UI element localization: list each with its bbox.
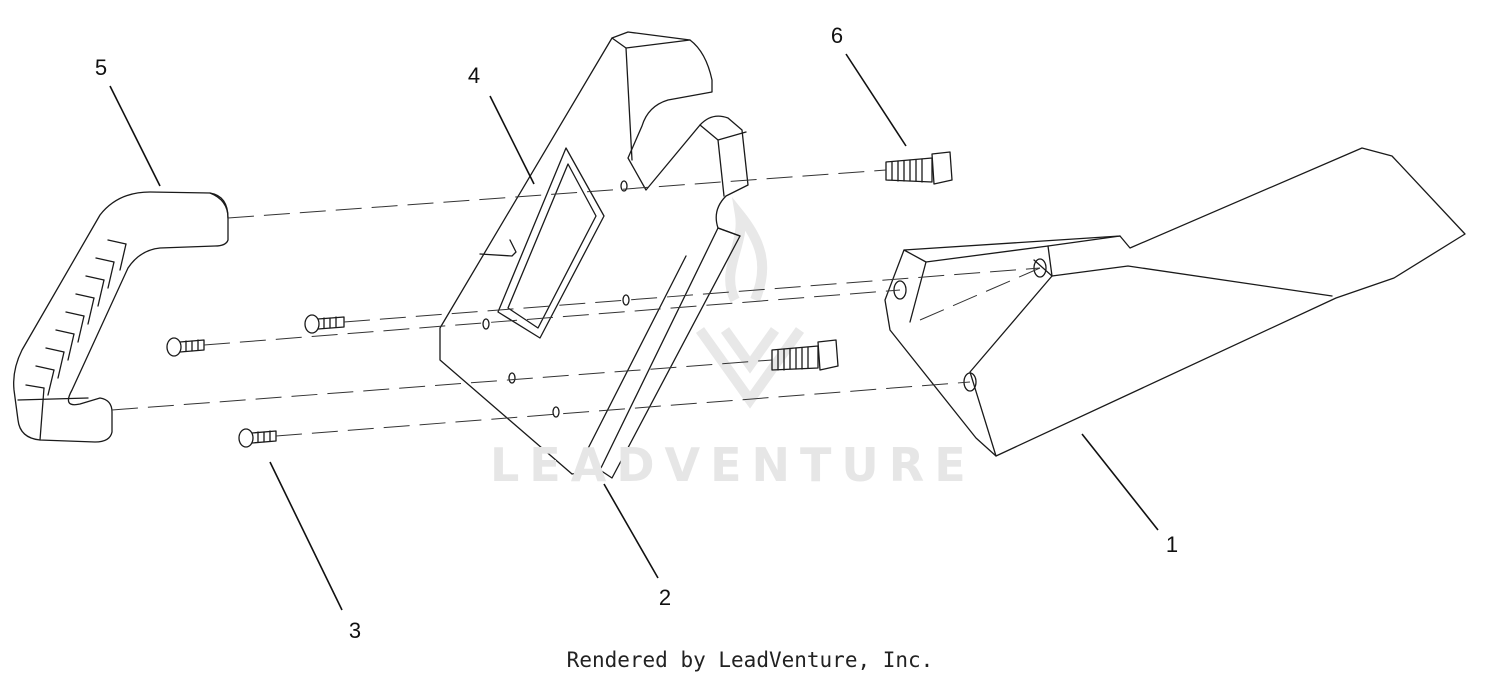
leader-6 xyxy=(845,53,907,147)
part-6-bolts xyxy=(771,151,953,371)
leader-3 xyxy=(269,461,343,611)
part-2-bracket xyxy=(439,31,749,479)
part-1-channel xyxy=(884,147,1466,457)
bracket-holes xyxy=(482,180,630,418)
part-3-screws xyxy=(166,314,345,448)
leader-2 xyxy=(603,483,659,579)
watermark-logo-icon xyxy=(695,196,805,409)
callout-3: 3 xyxy=(348,618,362,643)
callout-4: 4 xyxy=(467,63,481,88)
leader-5 xyxy=(109,85,161,187)
callout-1: 1 xyxy=(1165,532,1179,557)
leader-1 xyxy=(1081,433,1159,531)
part-5-handle xyxy=(13,191,229,443)
part-4-decal xyxy=(479,147,605,339)
callout-2: 2 xyxy=(658,585,672,610)
watermark-text: LEADVENTURE xyxy=(490,438,976,492)
assembly-lines xyxy=(111,169,1041,437)
credit-text: Rendered by LeadVenture, Inc. xyxy=(566,648,934,672)
callout-6: 6 xyxy=(830,23,844,48)
leader-4 xyxy=(489,95,535,185)
callout-5: 5 xyxy=(94,55,108,80)
leader-lines xyxy=(109,53,1159,611)
